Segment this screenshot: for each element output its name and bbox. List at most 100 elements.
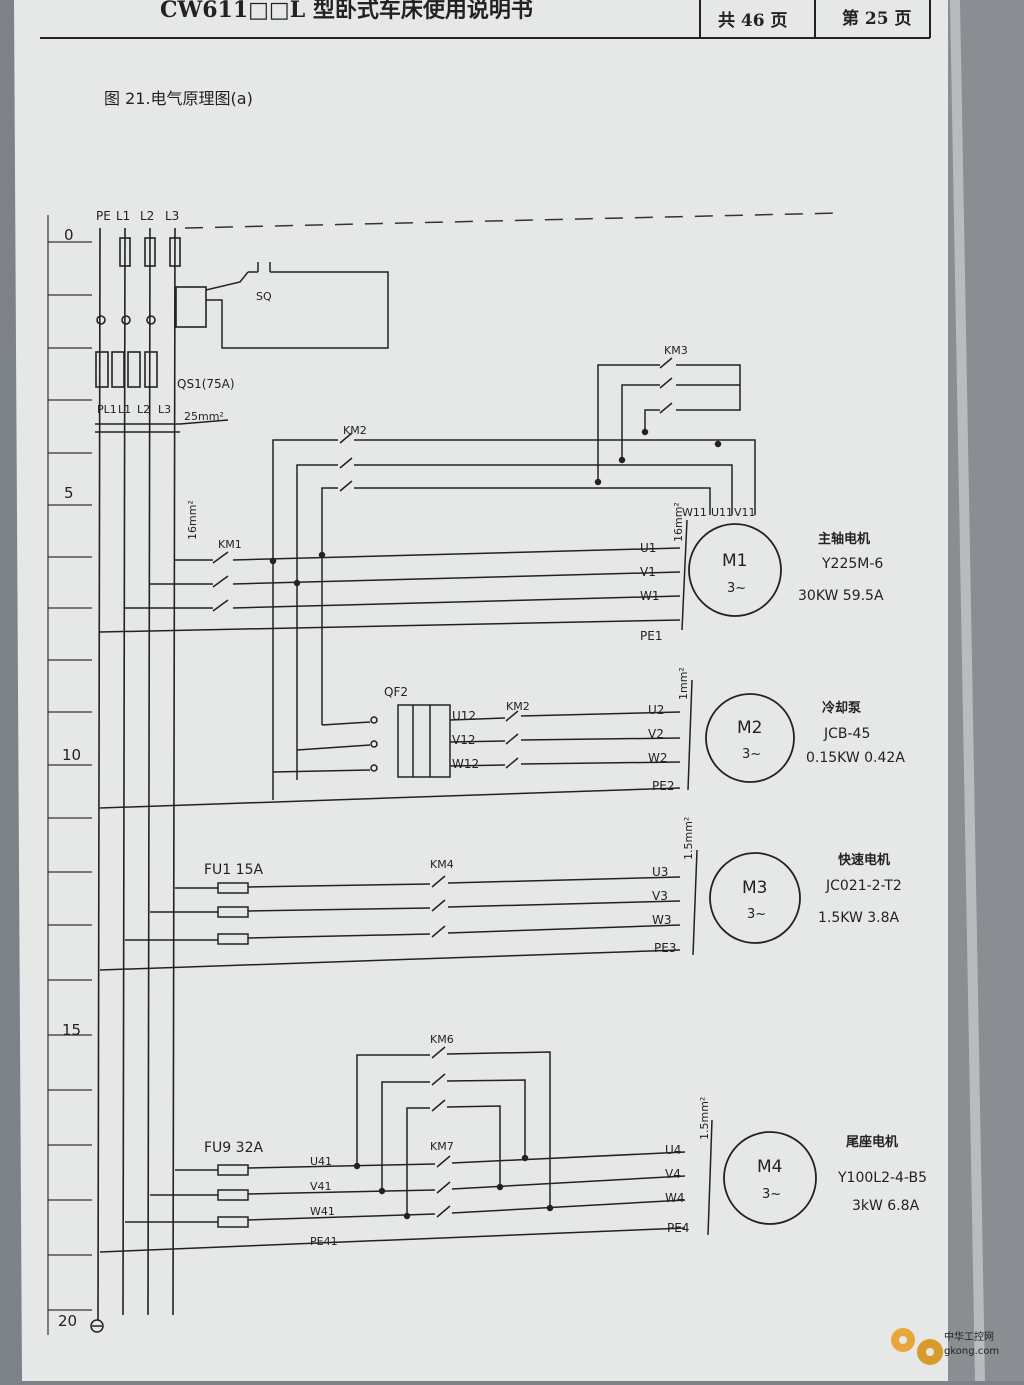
- motor-m1: M1 3~: [688, 523, 782, 617]
- figure-caption: 图 21.电气原理图(a): [104, 89, 253, 108]
- km3-label: KM3: [664, 344, 688, 357]
- m3-terminal-v3: V3: [652, 889, 668, 903]
- m3-circuit: [99, 849, 698, 971]
- m2-terminal-u2: U2: [648, 703, 664, 717]
- qf2-label: QF2: [384, 685, 408, 699]
- m3-terminal-pe3: PE3: [654, 941, 676, 955]
- boundary-dash-line: [184, 212, 841, 229]
- fu1-label: FU1 15A: [204, 862, 263, 878]
- current-page: 第 25 页: [842, 8, 912, 29]
- row-number-15: 15: [62, 1021, 81, 1039]
- m1-wire-size: 16mm²: [672, 502, 685, 542]
- m1-terminal-v11: V11: [734, 506, 756, 519]
- row-number-0: 0: [64, 226, 74, 244]
- watermark-url: gkong.com: [944, 1346, 999, 1357]
- qf2-terminal-u12: U12: [452, 709, 476, 723]
- m4-terminal-w4: W4: [665, 1191, 685, 1205]
- motor-m4-rating: 3kW 6.8A: [852, 1198, 920, 1214]
- motor-m4-model: Y100L2-4-B5: [837, 1170, 927, 1186]
- m4-terminal-v4: V4: [665, 1167, 681, 1181]
- fu9-label: FU9 32A: [204, 1140, 263, 1156]
- m3-wire-size: 1.5mm²: [682, 817, 695, 860]
- qs1-label: QS1(75A): [177, 377, 235, 391]
- bus-label-l1: L1: [118, 403, 131, 416]
- watermark-site: 中华工控网: [944, 1330, 994, 1343]
- motor-m2-phase: 3~: [742, 747, 761, 762]
- m4-terminal-pe4: PE4: [667, 1221, 689, 1235]
- main-bus: [95, 227, 229, 1321]
- motor-m3: M3 3~: [709, 852, 801, 944]
- l1-label: L1: [116, 209, 130, 223]
- m2-terminal-pe2: PE2: [652, 779, 674, 793]
- motor-m1-model: Y225M-6: [821, 556, 883, 572]
- km6-label: KM6: [430, 1033, 454, 1046]
- motor-m1-rating: 30KW 59.5A: [798, 588, 884, 604]
- row-ruler: [47, 215, 92, 1335]
- motor-m3-model: JC021-2-T2: [825, 878, 902, 894]
- m2-terminal-v2: V2: [648, 727, 664, 741]
- motor-m4-phase: 3~: [762, 1187, 781, 1202]
- pe-label: PE: [96, 209, 111, 223]
- motor-m1-id: M1: [722, 551, 747, 571]
- bus-label-pl1: PL1: [97, 403, 117, 416]
- m1-circuit: [99, 519, 688, 633]
- motor-m3-rating: 1.5KW 3.8A: [818, 910, 900, 926]
- motor-m2-model: JCB-45: [823, 726, 870, 742]
- bus-label-l3: L3: [158, 403, 171, 416]
- m2-terminal-w2: W2: [648, 751, 668, 765]
- qf2-terminal-v12: V12: [452, 733, 475, 747]
- km2b-label: KM2: [506, 700, 530, 713]
- bus-label-l2: L2: [137, 403, 150, 416]
- motor-m2-name: 冷却泵: [822, 700, 861, 716]
- motor-m2-rating: 0.15KW 0.42A: [806, 750, 905, 766]
- m1-terminal-w11: W11: [682, 506, 707, 519]
- motor-m1-name: 主轴电机: [818, 531, 870, 547]
- m1-terminal-v1: V1: [640, 565, 656, 579]
- watermark: 中华工控网 gkong.com: [891, 1328, 999, 1365]
- sq-switch: [205, 262, 389, 349]
- motor-m3-phase: 3~: [747, 907, 766, 922]
- motor-m4-name: 尾座电机: [846, 1134, 898, 1150]
- m4-terminal-u4: U4: [665, 1143, 681, 1157]
- paper-sheet: [14, 0, 975, 1381]
- km2-label: KM2: [343, 424, 367, 437]
- header: CW611□□L 型卧式车床使用说明书 共 46 页 第 25 页: [40, 0, 931, 39]
- row-number-5: 5: [64, 484, 74, 502]
- km4-label: KM4: [430, 858, 454, 871]
- km3-contactor: [597, 357, 741, 482]
- m1-terminal-w1: W1: [640, 589, 660, 603]
- qf2-terminal-w12: W12: [452, 757, 479, 771]
- m4-terminal-w41: W41: [310, 1205, 335, 1218]
- motor-m1-phase: 3~: [727, 581, 746, 596]
- sq-label: SQ: [256, 290, 272, 303]
- km1-label: KM1: [218, 538, 242, 551]
- m1-terminal-u1: U1: [640, 541, 656, 555]
- m2-circuit: [99, 679, 693, 809]
- m4-wire-size: 1.5mm²: [698, 1097, 711, 1140]
- ground-icon: [90, 1319, 104, 1333]
- motor-m3-id: M3: [742, 878, 767, 898]
- m1-terminal-pe1: PE1: [640, 629, 662, 643]
- motor-m3-name: 快速电机: [838, 852, 890, 868]
- total-pages: 共 46 页: [718, 11, 788, 31]
- km7-label: KM7: [430, 1140, 454, 1153]
- l2-label: L2: [140, 209, 154, 223]
- doc-title: CW611□□L 型卧式车床使用说明书: [160, 0, 533, 23]
- m3-terminal-u3: U3: [652, 865, 668, 879]
- m4-terminal-u41: U41: [310, 1155, 332, 1168]
- motor-m4-id: M4: [757, 1157, 782, 1177]
- m4-terminal-v41: V41: [310, 1180, 332, 1193]
- row-number-20: 20: [58, 1312, 77, 1330]
- m3-terminal-w3: W3: [652, 913, 672, 927]
- km1-wire-size: 16mm²: [186, 500, 199, 540]
- row-number-10: 10: [62, 746, 81, 764]
- m2-wire-size: 1mm²: [677, 667, 690, 700]
- m1-terminal-u11: U11: [711, 506, 733, 519]
- m4-terminal-pe41: PE41: [310, 1235, 338, 1248]
- motor-m2-id: M2: [737, 718, 762, 738]
- motor-m2: M2 3~: [705, 693, 795, 783]
- motor-m4: M4 3~: [723, 1131, 817, 1225]
- l3-label: L3: [165, 209, 179, 223]
